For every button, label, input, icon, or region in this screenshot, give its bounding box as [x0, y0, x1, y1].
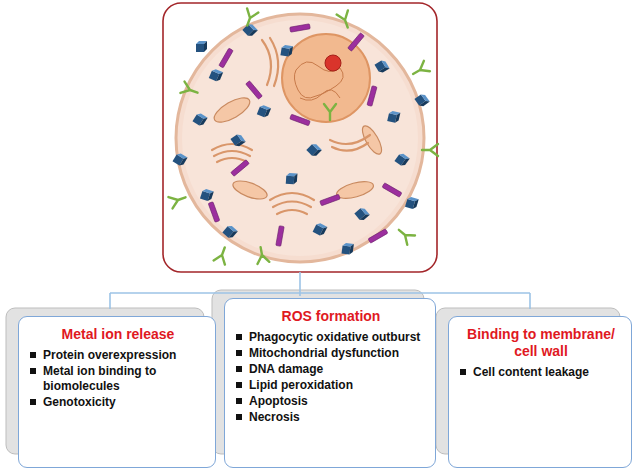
golgi-membrane	[332, 143, 368, 151]
nanorod	[231, 160, 250, 177]
nanocube	[286, 173, 298, 185]
bullet-item: Necrosis	[235, 410, 427, 425]
branch-line	[529, 293, 531, 309]
branch-line	[110, 292, 530, 294]
nanocube	[280, 44, 293, 57]
bullet-item: Mitochondrial dysfunction	[235, 346, 427, 361]
nanocube	[375, 59, 390, 74]
antibody-ligand	[180, 82, 199, 99]
bullet-item: Lipid peroxidation	[235, 378, 427, 393]
mitochondrion	[231, 177, 270, 202]
golgi-membrane	[262, 40, 271, 85]
antibody-ligand	[324, 104, 336, 120]
organelles	[211, 38, 386, 214]
bullet-item: Cell content leakage	[459, 365, 623, 380]
nanoparticles	[168, 8, 438, 264]
nanocube	[414, 93, 429, 108]
nanocube	[306, 142, 322, 158]
golgi-membrane	[330, 135, 370, 144]
nanorod	[219, 48, 233, 68]
nanocube	[192, 112, 207, 127]
antibody-ligand	[337, 10, 354, 29]
antibody-ligand	[242, 8, 259, 27]
nanorod	[348, 33, 365, 52]
illustration-frame	[163, 3, 437, 272]
box-heading: Metal ion release	[29, 326, 207, 343]
bullet-item: DNA damage	[235, 362, 427, 377]
antibody-ligand	[410, 61, 430, 79]
bullet-item: Genotoxicity	[29, 395, 207, 410]
nanocube	[209, 68, 223, 82]
nanocube	[230, 133, 245, 148]
nanocube	[257, 104, 271, 118]
nanocube	[341, 243, 353, 255]
antibody-ligand	[214, 245, 231, 264]
branch-line	[299, 293, 301, 296]
golgi-membrane	[270, 193, 314, 200]
golgi-membrane	[214, 151, 250, 156]
box-heading: ROS formation	[235, 308, 427, 325]
golgi-membrane	[277, 210, 307, 214]
cell-membrane	[176, 14, 424, 262]
bullet-item: Apoptosis	[235, 394, 427, 409]
nanocube	[387, 110, 400, 123]
nanorod	[320, 194, 341, 206]
golgi-membrane	[270, 38, 278, 86]
nucleus	[282, 34, 370, 122]
nanocube	[222, 224, 238, 240]
antibody-ligand	[255, 246, 270, 264]
nanocube	[242, 22, 258, 38]
golgi-membrane	[217, 158, 247, 162]
nanocube	[196, 41, 207, 52]
branch-line	[109, 293, 111, 309]
nanorod	[368, 229, 388, 243]
nanocube	[313, 222, 328, 237]
bullet-item: Phagocytic oxidative outburst	[235, 330, 427, 345]
nanorod	[382, 183, 402, 197]
nanorod	[367, 86, 377, 107]
nucleolus	[325, 55, 341, 71]
nanocube	[173, 152, 188, 167]
golgi-membrane	[212, 144, 252, 150]
box-heading: Binding to membrane/ cell wall	[459, 326, 623, 360]
effect-box: Metal ion releaseProtein overexpressionM…	[18, 316, 216, 468]
mitochondrion	[335, 178, 375, 201]
nanorod	[290, 24, 311, 32]
bullet-item: Protein overexpression	[29, 348, 207, 363]
nanocube	[394, 152, 409, 167]
nanorod	[276, 226, 284, 247]
antibody-ligand	[395, 225, 415, 244]
mitochondrion	[211, 93, 254, 127]
antibody-ligand	[168, 192, 187, 209]
nanorod	[208, 202, 220, 223]
effect-box: ROS formationPhagocytic oxidative outbur…	[224, 298, 436, 468]
nanorod	[290, 114, 311, 126]
nanorod	[246, 81, 263, 100]
antibody-ligand	[422, 144, 438, 156]
trunk-line	[299, 272, 301, 293]
nanocube	[405, 196, 419, 210]
nanocube	[200, 188, 214, 202]
effect-box: Binding to membrane/ cell wallCell conte…	[448, 316, 632, 468]
bullet-item: Metal ion binding to biomolecules	[29, 364, 207, 394]
nanocube	[354, 206, 369, 221]
golgi-membrane	[273, 202, 311, 208]
cytoplasm	[182, 20, 418, 256]
